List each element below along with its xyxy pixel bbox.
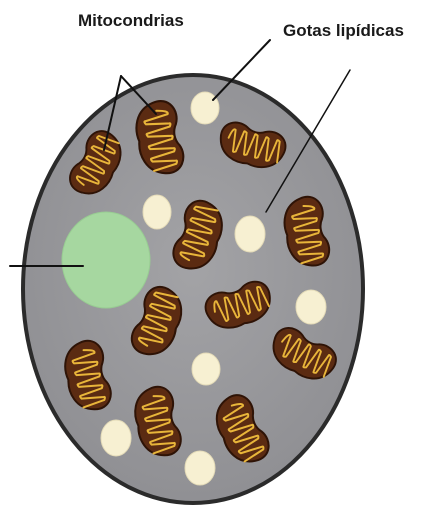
lipid-droplet-icon bbox=[143, 195, 171, 229]
lipid-droplets-label: Gotas lipídicas bbox=[283, 22, 404, 39]
lipid-droplet-icon bbox=[185, 451, 215, 485]
lipid-droplet-icon bbox=[101, 420, 131, 456]
nucleus-icon bbox=[62, 212, 150, 308]
lipid-droplet-icon bbox=[296, 290, 326, 324]
lipid-droplet-icon bbox=[235, 216, 265, 252]
mitochondria-label: Mitocondrias bbox=[78, 12, 184, 29]
lipid-droplet-icon bbox=[192, 353, 220, 385]
